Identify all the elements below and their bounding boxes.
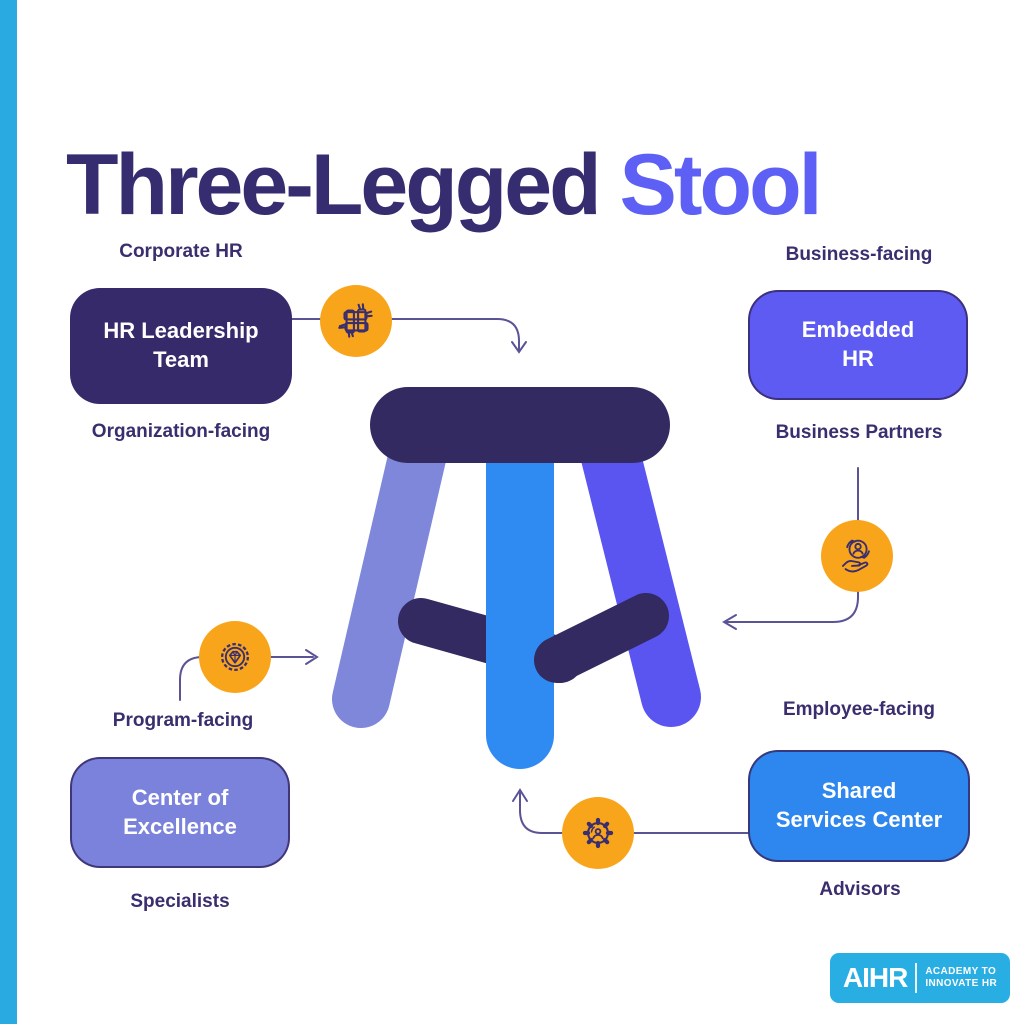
title-part-1: Three-Legged [66,136,602,233]
aihr-logo-brand: AIHR [842,962,908,993]
arrow-down-icon [511,341,527,354]
arrow-left-icon [722,614,737,630]
employee-care-icon [821,520,893,592]
page-title: Three-Legged Stool [66,142,822,228]
connector-top-left [291,318,520,352]
label-advisors: Advisors [819,879,901,900]
arrow-up-icon [512,788,528,802]
connector-lines [179,318,859,834]
stool-illustration [332,387,701,769]
label-program-facing: Program-facing [112,710,254,731]
stool-right-leg [578,415,701,727]
stool-seat [370,387,670,463]
quality-badge-icon [199,621,271,693]
stool-left-leg [332,416,449,728]
label-employee-facing: Employee-facing [782,699,936,720]
label-specialists: Specialists [130,891,230,912]
label-organization-facing: Organization-facing [91,421,271,442]
left-accent-stripe [0,0,17,1024]
title-part-2: Stool [619,136,823,233]
gear-person-icon [562,797,634,869]
interlocked-hands-icon [320,285,392,357]
connector-bottom [519,792,749,834]
aihr-logo-divider [915,963,918,993]
arrow-right-icon [305,649,319,665]
connector-right [725,467,859,623]
stool-right-crossbar [534,593,669,683]
label-corporate-hr: Corporate HR [119,241,243,262]
label-business-partners: Business Partners [775,422,943,443]
label-business-facing: Business-facing [785,244,933,265]
